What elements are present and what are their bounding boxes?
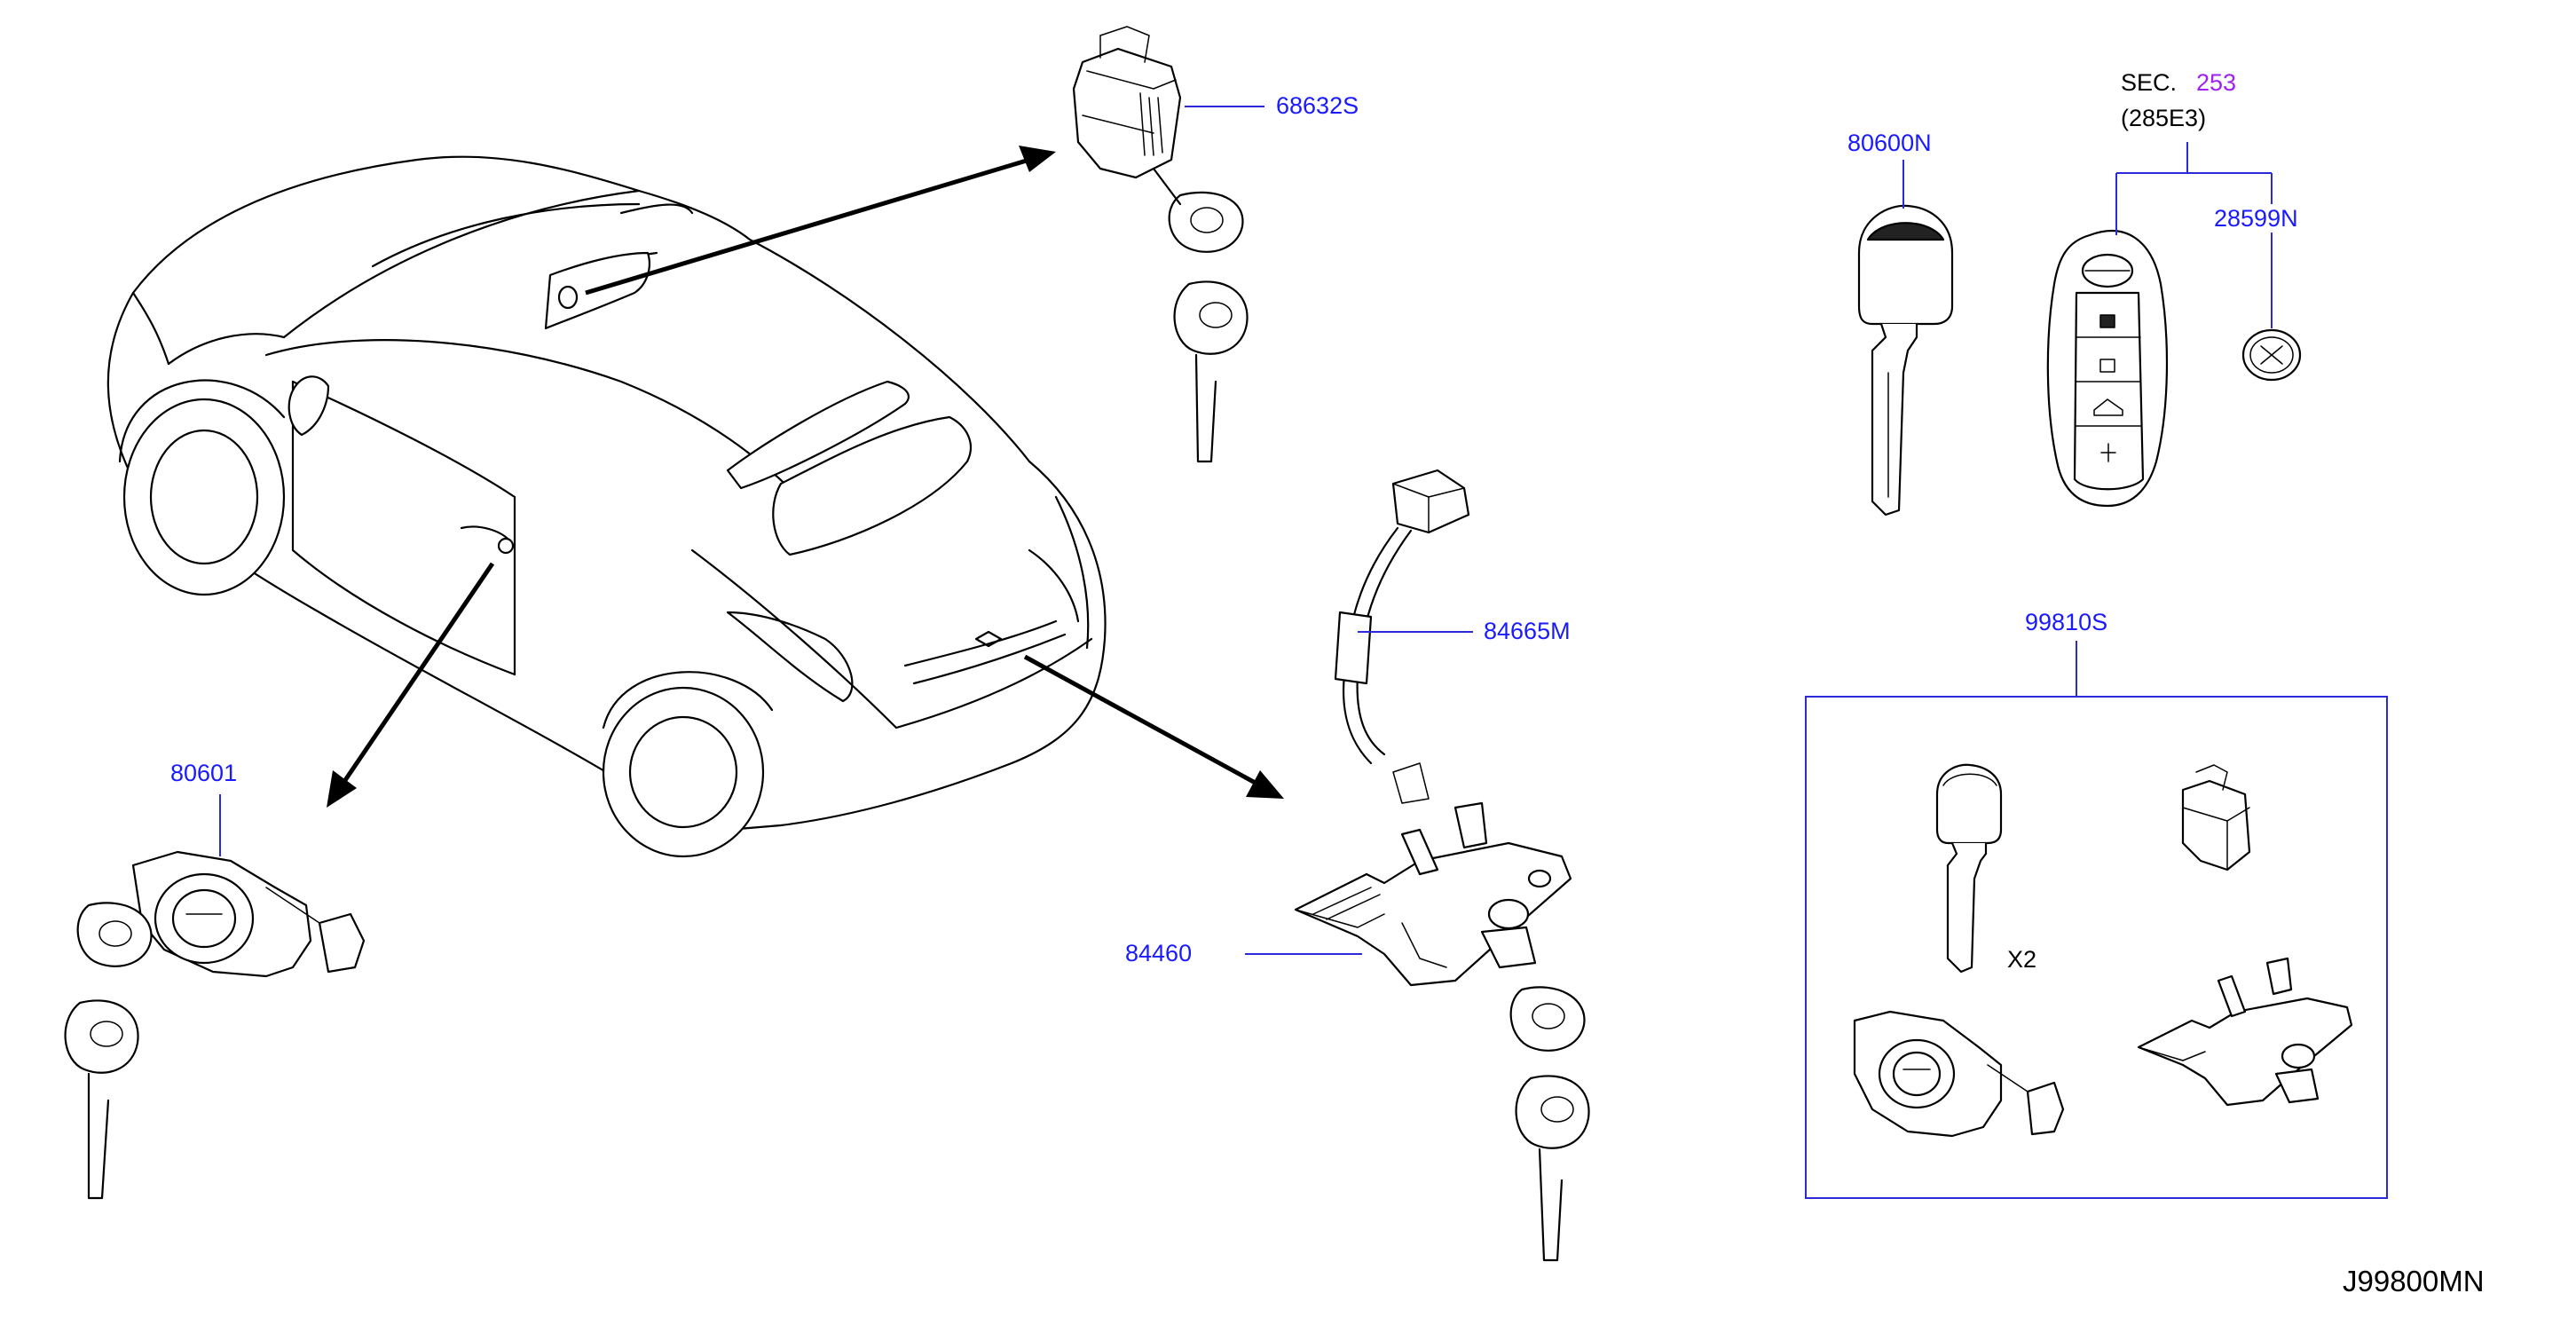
smart-key-fob	[2046, 230, 2169, 508]
kit-contents-illustration	[1853, 763, 2353, 1138]
section-ref-sub: (285E3)	[2121, 105, 2206, 131]
label-68632S[interactable]: 68632S	[1276, 92, 1359, 119]
label-84460[interactable]: 84460	[1125, 940, 1192, 966]
label-28599N[interactable]: 28599N	[2214, 205, 2298, 232]
leader-sec-bracket	[2115, 142, 2273, 235]
section-ref-link[interactable]: 253	[2196, 69, 2236, 96]
coin-battery	[2241, 328, 2302, 382]
part-68632S-illustration	[1072, 26, 1249, 463]
part-84460-illustration	[1294, 469, 1590, 1262]
section-ref-prefix: SEC.	[2121, 69, 2177, 96]
vehicle-illustration	[106, 155, 1107, 858]
callout-arrows	[327, 146, 1284, 808]
label-99810S[interactable]: 99810S	[2025, 609, 2107, 635]
kit-quantity-label: X2	[2007, 946, 2036, 973]
part-80600N-illustration	[1857, 204, 1954, 517]
label-80601[interactable]: 80601	[170, 760, 237, 786]
label-80600N[interactable]: 80600N	[1847, 130, 1932, 156]
diagram-reference-code: J99800MN	[2343, 1265, 2485, 1297]
kit-box	[1805, 696, 2388, 1199]
part-80601-illustration	[64, 850, 366, 1200]
label-84665M[interactable]: 84665M	[1484, 618, 1571, 644]
